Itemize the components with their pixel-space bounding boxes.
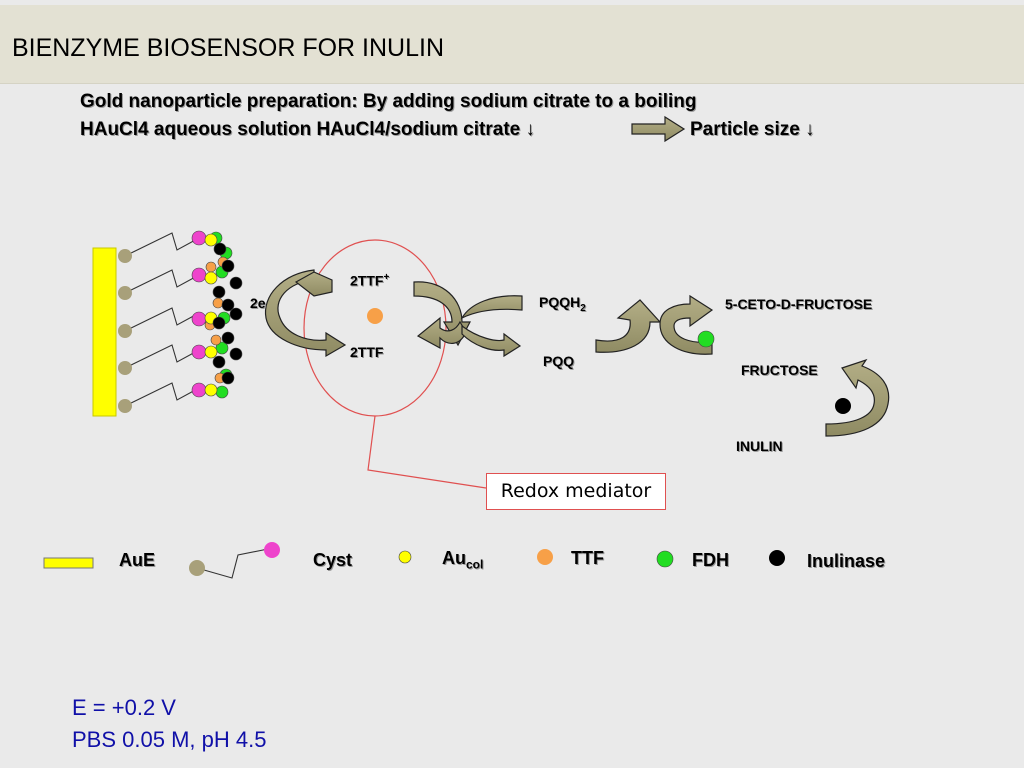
- inulinase-dot: [212, 355, 226, 369]
- pqqh2-arrow-icon: [460, 295, 523, 320]
- cyst-anchors: [118, 249, 132, 413]
- electrons-label: 2e: [250, 295, 266, 311]
- inulinase-dot: [221, 331, 235, 345]
- intro-line-2: HAuCl4 aqueous solution HAuCl4/sodium ci…: [80, 119, 535, 141]
- ttf-mediator-dot: [367, 308, 383, 324]
- inulinase-dot: [213, 242, 227, 256]
- cyst-head-dot: [191, 267, 207, 283]
- pqq-label: PQQ: [543, 353, 575, 369]
- cyst-anchor-dot: [118, 249, 132, 263]
- cyst-anchor-dot: [118, 324, 132, 338]
- electron-return-arrow-icon: [294, 271, 333, 297]
- legend-aucol-dot: [398, 550, 412, 564]
- cyst-head-dot: [191, 230, 207, 246]
- ttf-reduction-arrow-icon: [416, 316, 467, 350]
- intro-prefix: Gold nanoparticle preparation:: [80, 91, 363, 112]
- intro-method: By adding sodium citrate to a boiling: [362, 91, 697, 112]
- intro-citrate-ratio: HAuCl4 aqueous solution HAuCl4/sodium ci…: [80, 119, 535, 140]
- inulin-hydrolysis-arrow-icon: [825, 358, 890, 437]
- aucol-dot: [204, 271, 218, 285]
- cyst-head-dot: [191, 382, 207, 398]
- intro-line-1: Gold nanoparticle preparation: By adding…: [80, 91, 697, 113]
- inulin-label: INULIN: [736, 438, 783, 454]
- inulinase-dot: [229, 347, 243, 361]
- cyst-anchor-dot: [118, 286, 132, 300]
- legend-inulinase-label: Inulinase: [807, 551, 886, 571]
- cyst-head-dot: [191, 344, 207, 360]
- legend-fdh-label: FDH: [692, 550, 729, 570]
- legend-fdh-dot: [656, 550, 674, 568]
- gold-electrode: [92, 247, 117, 417]
- pqq-reduction-arrow-icon: [595, 299, 662, 353]
- electron-transfer-arrow-icon: [264, 269, 347, 358]
- aucol-dot: [204, 233, 218, 247]
- inulinase-dot: [212, 316, 226, 330]
- intro-particle-size: Particle size ↓: [690, 119, 815, 140]
- inulinase-dot: [221, 298, 235, 312]
- fdh-reaction-dot: [697, 330, 715, 348]
- aucol-dot: [204, 383, 218, 397]
- cyst-anchor-dot: [118, 361, 132, 375]
- cyst-chain: [124, 344, 200, 369]
- fdh-dot: [215, 385, 229, 399]
- slide-title: BIENZYME BIOSENSOR FOR INULIN: [12, 34, 445, 62]
- legend-cyst-icon: [189, 542, 280, 579]
- fructose-oxidation-arrow-icon: [659, 294, 714, 355]
- pqqh2-label: PQQH2: [539, 294, 586, 314]
- cyst-chains: [124, 232, 200, 407]
- ttf-dot: [205, 261, 217, 273]
- cyst-chain: [124, 307, 200, 332]
- title-bar: BIENZYME BIOSENSOR FOR INULIN: [0, 5, 1024, 84]
- mediator-circle: [303, 239, 447, 417]
- legend-ttf-dot: [537, 549, 553, 565]
- ttf-dot: [212, 297, 224, 309]
- fdh-dot: [215, 341, 229, 355]
- inulinase-reaction-dot: [835, 398, 851, 414]
- legend-aue-label: AuE: [119, 550, 155, 570]
- cyst-chain: [124, 232, 200, 257]
- fructose-label: FRUCTOSE: [741, 362, 818, 378]
- cyst-chain: [124, 269, 200, 294]
- legend-ttf-label: TTF: [571, 548, 604, 568]
- aucol-dot: [204, 345, 218, 359]
- cyst-chain: [124, 382, 200, 407]
- inulinase-dot: [229, 307, 243, 321]
- inulinase-dot: [221, 371, 235, 385]
- callout-leader: [367, 415, 487, 489]
- cyst-anchor-dot: [118, 399, 132, 413]
- legend-inulinase-dot: [769, 550, 785, 566]
- keto-fructose-label: 5-CETO-D-FRUCTOSE: [725, 296, 873, 312]
- intro-right-arrow-icon: [631, 115, 686, 143]
- inulinase-dot: [221, 259, 235, 273]
- legend-aucol-label: Aucol: [442, 548, 484, 572]
- buffer-text: PBS 0.05 M, pH 4.5: [72, 727, 267, 752]
- legend-cyst-label: Cyst: [313, 550, 353, 570]
- potential-text: E = +0.2 V: [72, 695, 176, 720]
- legend-aue-swatch: [43, 557, 94, 569]
- nanoparticle-clusters: [191, 230, 243, 399]
- pqq-arrow-icon: [461, 324, 522, 358]
- ttf-dot: [210, 334, 222, 346]
- inulinase-dot: [212, 285, 226, 299]
- ttf-reduced-label: 2TTF: [350, 344, 384, 360]
- redox-mediator-callout: Redox mediator: [486, 473, 666, 510]
- ttf-oxidized-label: 2TTF+: [350, 272, 390, 289]
- inulinase-dot: [229, 276, 243, 290]
- cyst-head-dot: [191, 311, 207, 327]
